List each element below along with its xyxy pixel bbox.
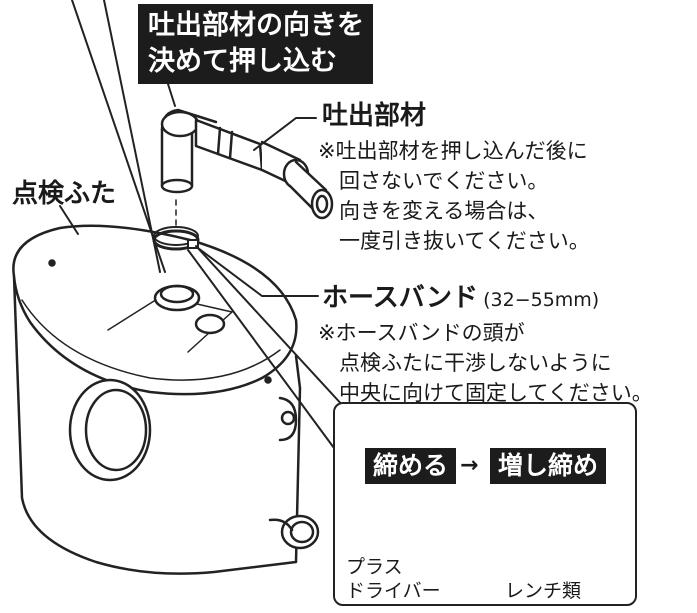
hose-band-note-1: ※ホースバンドの頭が	[318, 321, 525, 345]
lid-label: 点検ふた	[12, 179, 117, 209]
hose-band-note-2: 点検ふたに干渉しないように	[318, 351, 612, 375]
hose-band-heading: ホースバンド (32−55mm)	[322, 282, 599, 315]
side-inlet	[68, 378, 152, 482]
hose-band-note-3: 中央に向けて固定してください。	[318, 381, 653, 405]
outlet-note-1: ※吐出部材を押し込んだ後に	[318, 139, 588, 163]
screwdriver-label-1: プラス	[346, 556, 403, 578]
screwdriver-label-2: ドライバー	[346, 580, 441, 602]
hose-band-range: (32−55mm)	[483, 289, 600, 311]
wrench-label: レンチ類	[505, 580, 582, 602]
outlet-note-3: 向きを変える場合は、	[318, 199, 549, 223]
outlet-fitting	[160, 108, 334, 220]
callout-title: 吐出部材の向きを 決めて押し込む	[138, 4, 373, 84]
outlet-note-2: 回さないでください。	[318, 169, 549, 193]
callout-title-line1: 吐出部材の向きを	[148, 10, 364, 41]
tighten-arrow: →	[460, 453, 479, 478]
callout-title-line2: 決めて押し込む	[148, 46, 337, 77]
tighten-tag: 締める	[365, 448, 457, 484]
outlet-label: 吐出部材	[322, 101, 427, 131]
hose-band-label: ホースバンド	[322, 283, 479, 313]
outlet-note-4: 一度引き抜いてください。	[318, 229, 590, 253]
retighten-tag: 増し締め	[490, 448, 607, 484]
tool-panel	[333, 402, 637, 606]
